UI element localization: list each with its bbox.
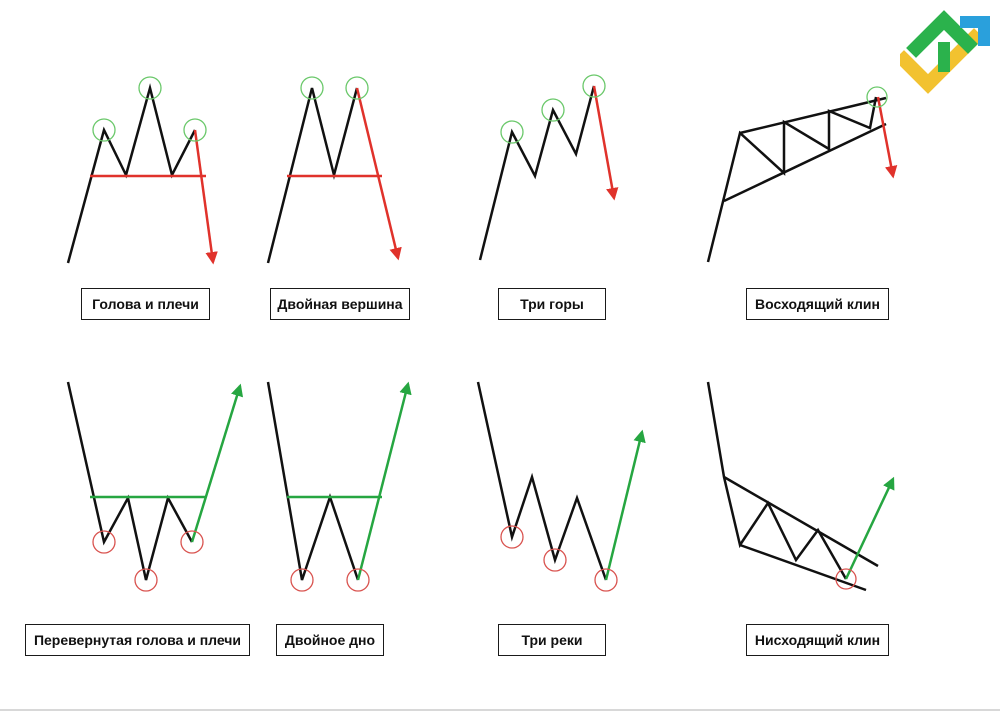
peak-marker (500, 120, 524, 144)
diagram-falling-wedge (706, 381, 895, 592)
peak-marker (183, 118, 207, 142)
bottom-divider (0, 709, 1000, 711)
label-falling-wedge: Нисходящий клин (746, 624, 889, 656)
breakout-arrow (844, 476, 895, 580)
price-line (66, 83, 197, 264)
breakout-arrow (190, 383, 244, 543)
label-head-and-shoulders: Голова и плечи (81, 288, 210, 320)
diagram-triple-bottom (476, 381, 646, 592)
diagram-double-bottom (266, 381, 412, 592)
breakdown-arrow (876, 96, 898, 179)
trough-marker (290, 568, 314, 592)
label-rising-wedge: Восходящий клин (746, 288, 889, 320)
breakdown-arrow (193, 129, 218, 265)
trough-marker (92, 530, 116, 554)
trough-marker (543, 548, 567, 572)
peak-marker (92, 118, 116, 142)
peak-marker (300, 76, 324, 100)
label-inverse-head-and-shoulders: Перевернутая голова и плечи (25, 624, 250, 656)
trough-marker (594, 568, 618, 592)
trough-marker (835, 568, 857, 590)
breakdown-arrow (355, 87, 402, 261)
label-double-top: Двойная вершина (270, 288, 410, 320)
lower-trendline (723, 122, 887, 203)
upper-trendline (739, 96, 887, 135)
label-triple-top: Три горы (498, 288, 606, 320)
breakdown-arrow (592, 85, 619, 201)
price-line (706, 96, 878, 263)
trough-marker (180, 530, 204, 554)
trough-marker (500, 525, 524, 549)
diagram-inverse-head-and-shoulders (66, 381, 244, 592)
peak-marker (345, 76, 369, 100)
peak-marker (582, 74, 606, 98)
breakout-arrow (356, 381, 412, 581)
label-double-bottom: Двойное дно (276, 624, 384, 656)
upper-trendline (723, 475, 879, 568)
price-line (478, 85, 596, 261)
trough-marker (134, 568, 158, 592)
diagram-double-top (266, 76, 402, 264)
price-line (266, 381, 360, 581)
diagram-triple-top (478, 74, 619, 261)
trough-marker (346, 568, 370, 592)
price-line (706, 381, 848, 580)
diagram-head-and-shoulders (66, 76, 218, 265)
peak-marker (866, 86, 888, 108)
price-line (476, 381, 608, 581)
diagram-rising-wedge (706, 86, 898, 263)
price-line (66, 381, 194, 581)
brand-logo-icon (900, 10, 990, 94)
lower-trendline (739, 543, 867, 592)
breakout-arrow (604, 429, 646, 581)
peak-marker (541, 98, 565, 122)
label-triple-bottom: Три реки (498, 624, 606, 656)
peak-marker (138, 76, 162, 100)
